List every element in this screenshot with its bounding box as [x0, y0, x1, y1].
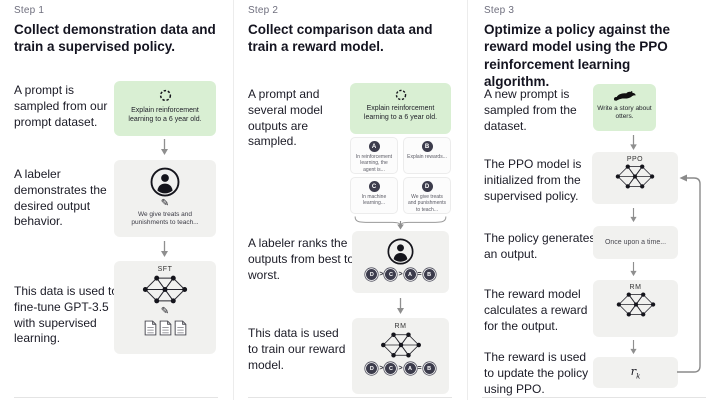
- rank-letter: A: [404, 269, 416, 280]
- output-card-c: C In machine learning...: [350, 177, 398, 214]
- rank-letter: C: [385, 269, 397, 280]
- letter-b-badge: B: [421, 141, 433, 152]
- step1-prompt-box: Explain reinforcement learning to a 6 ye…: [114, 81, 216, 136]
- step3-reward-box: rk: [593, 357, 678, 388]
- step1-label: Step 1: [14, 5, 45, 16]
- step2-caption-rm: This data is used to train our reward mo…: [248, 326, 346, 372]
- labeler-person-icon: [150, 167, 180, 197]
- neural-network-icon: [615, 164, 655, 189]
- step1-labeler-box: ✎ We give treats and punishments to teac…: [114, 160, 216, 237]
- step2-rm-box: RM D > C > A = B: [352, 318, 449, 394]
- rank-letter: D: [366, 363, 378, 374]
- step3-heading: Optimize a policy against the reward mod…: [484, 22, 671, 89]
- output-d-text: We give treats and punishments to teach.…: [407, 194, 447, 213]
- step3-caption-update: The reward is used to update the policy …: [484, 350, 589, 396]
- prompt-text: Explain reinforcement learning to a 6 ye…: [363, 105, 438, 122]
- step3-caption-reward: The reward model calculates a reward for…: [484, 287, 588, 333]
- rank-letter: B: [423, 363, 435, 374]
- rm-label: RM: [394, 323, 407, 330]
- down-arrow-icon: [397, 221, 404, 230]
- step2-labeler-box: D > C > A = B: [352, 231, 449, 293]
- step3-caption-ppo: The PPO model is initialized from the su…: [484, 157, 582, 203]
- down-arrow-icon: [397, 298, 404, 314]
- bottom-rule: [248, 397, 452, 398]
- ppo-feedback-loop-arrow: [677, 174, 701, 373]
- step1-caption-prompt: A prompt is sampled from our prompt data…: [14, 83, 108, 129]
- down-arrow-icon: [630, 208, 637, 223]
- down-arrow-icon: [630, 135, 637, 151]
- step2-label: Step 2: [248, 5, 279, 16]
- down-arrow-icon: [161, 241, 168, 257]
- output-card-a: A In reinforcement learning, the agent i…: [350, 137, 398, 174]
- step3-caption-prompt: A new prompt is sampled from the dataset…: [484, 87, 577, 133]
- labeler-person-icon: [387, 238, 414, 265]
- ranking-row: D > C > A = B: [366, 269, 435, 280]
- ppo-label: PPO: [626, 156, 644, 163]
- output-c-text: In machine learning...: [361, 194, 387, 207]
- pencil-icon: ✎: [160, 198, 170, 209]
- step3-rm-box: RM: [593, 280, 678, 337]
- step2-caption-rank: A labeler ranks the outputs from best to…: [248, 236, 355, 282]
- rm-label: RM: [629, 284, 642, 291]
- labeler-demo-text: We give treats and punishments to teach.…: [131, 211, 199, 227]
- rank-separator: =: [417, 365, 422, 372]
- sample-cycle-icon: [395, 89, 406, 101]
- step3-output-box: Once upon a time...: [593, 226, 678, 259]
- sample-cycle-icon: [159, 89, 171, 102]
- rank-separator: >: [379, 365, 384, 372]
- prompt-text: Write a story about otters.: [597, 105, 652, 121]
- rank-letter: B: [423, 269, 435, 280]
- down-arrow-icon: [161, 139, 168, 155]
- step2-prompt-box: Explain reinforcement learning to a 6 ye…: [350, 83, 451, 134]
- letter-a-badge: A: [368, 141, 380, 152]
- column-divider: [467, 0, 468, 400]
- down-arrow-icon: [630, 340, 637, 355]
- reward-symbol: rk: [630, 364, 641, 381]
- bottom-rule: [14, 397, 218, 398]
- down-arrow-icon: [630, 262, 637, 277]
- step3-prompt-box: Write a story about otters.: [593, 84, 656, 131]
- step1-caption-sft: This data is used to fine-tune GPT-3.5 w…: [14, 284, 119, 346]
- step2-heading: Collect comparison data and train a rewa…: [248, 22, 433, 55]
- step3-label: Step 3: [484, 5, 515, 16]
- output-card-b: B Explain rewards...: [403, 137, 451, 174]
- letter-d-badge: D: [421, 181, 433, 192]
- rank-letter: C: [385, 363, 397, 374]
- output-card-d: D We give treats and punishments to teac…: [403, 177, 451, 214]
- rank-letter: A: [404, 363, 416, 374]
- step1-heading: Collect demonstration data and train a s…: [14, 22, 216, 55]
- output-b-text: Explain rewards...: [407, 154, 447, 160]
- step2-caption-prompt: A prompt and several model outputs are s…: [248, 87, 323, 149]
- rank-separator: >: [398, 271, 403, 278]
- prompt-text: Explain reinforcement learning to a 6 ye…: [128, 107, 202, 124]
- rank-letter: D: [366, 269, 378, 280]
- pencil-icon: ✎: [160, 306, 170, 317]
- ranking-row: D > C > A = B: [366, 363, 435, 374]
- column-divider: [233, 0, 234, 400]
- step1-sft-box: SFT ✎: [114, 261, 216, 354]
- letter-c-badge: C: [368, 181, 380, 192]
- rank-separator: =: [417, 271, 422, 278]
- sft-label: SFT: [157, 266, 173, 273]
- neural-network-icon: [616, 292, 655, 317]
- neural-network-icon: [142, 275, 188, 304]
- generated-output-text: Once upon a time...: [604, 239, 667, 246]
- rank-separator: >: [379, 271, 384, 278]
- documents-icon: [144, 320, 187, 336]
- otter-icon: [613, 91, 636, 101]
- step1-caption-labeler: A labeler demonstrates the desired outpu…: [14, 167, 107, 229]
- neural-network-icon: [380, 332, 421, 358]
- rank-separator: >: [398, 365, 403, 372]
- step3-ppo-box: PPO: [592, 152, 678, 204]
- output-a-text: In reinforcement learning, the agent is.…: [355, 154, 393, 173]
- bottom-rule: [482, 397, 706, 398]
- step3-caption-output: The policy generates an output.: [484, 231, 596, 261]
